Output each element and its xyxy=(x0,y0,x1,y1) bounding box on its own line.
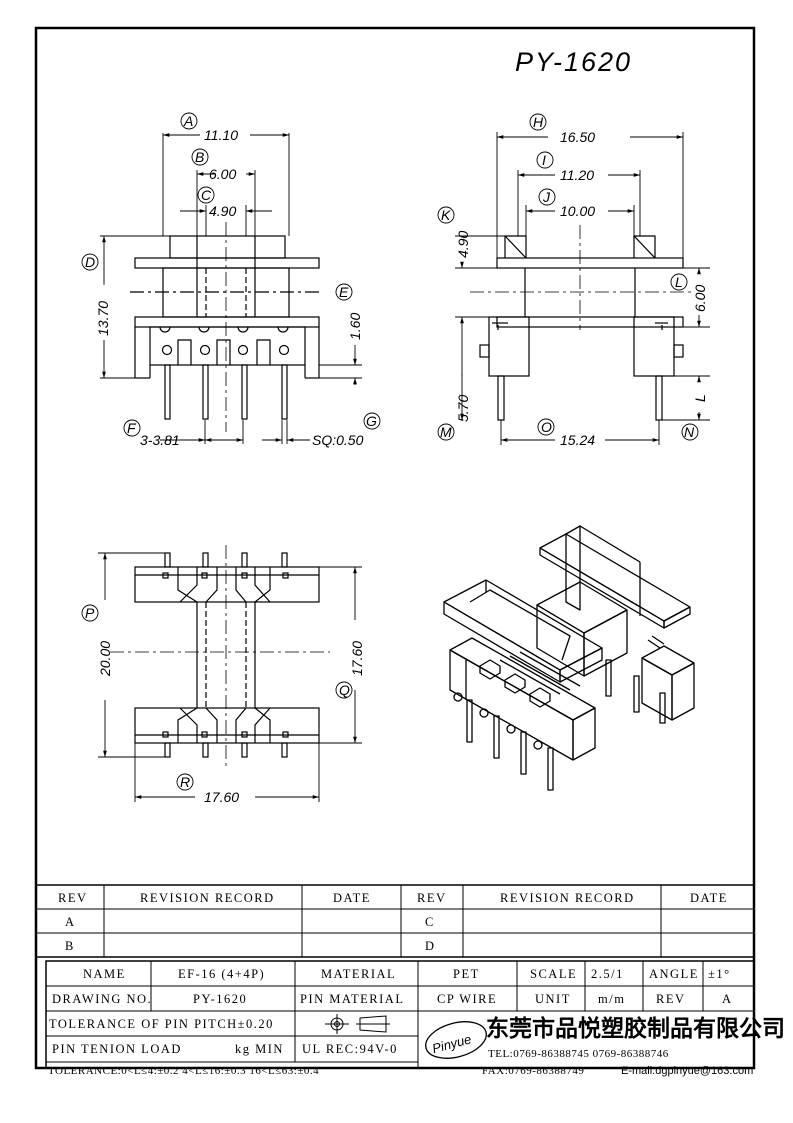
dim-I-value: 11.20 xyxy=(560,167,594,183)
tolerance-pin-pitch: TOLERANCE OF PIN PITCH±0.20 xyxy=(49,1017,274,1031)
dim-H-value: 16.50 xyxy=(560,129,595,145)
revision-record-header-1: REVISION RECORD xyxy=(140,891,275,905)
material-label: MATERIAL xyxy=(321,967,396,981)
logo-text: Pinyue xyxy=(431,1031,473,1056)
pin-material-label: PIN MATERIAL xyxy=(300,992,404,1006)
sheet-border xyxy=(34,26,756,1070)
isometric-view xyxy=(443,525,695,791)
dim-N-value: L xyxy=(692,394,708,402)
front-dim-callouts xyxy=(81,112,381,437)
projection-symbol-icon xyxy=(325,1014,390,1034)
unit-label: UNIT xyxy=(535,992,571,1006)
rev-header-1: REV xyxy=(58,891,88,905)
rev-cell-A: A xyxy=(65,915,76,929)
unit-value: m/m xyxy=(598,992,625,1006)
callout-D: D xyxy=(85,254,95,270)
side-dim-callouts xyxy=(437,113,699,441)
bottom-dimensions xyxy=(98,552,362,802)
drawing-title: PY-1620 xyxy=(515,47,632,77)
revision-table xyxy=(35,884,755,958)
dim-Q-value: 17.60 xyxy=(349,641,365,676)
date-header-1: DATE xyxy=(333,891,371,905)
callout-M: M xyxy=(440,424,452,440)
callout-F: F xyxy=(127,420,137,436)
ul-rating: UL REC:94V-0 xyxy=(302,1042,398,1056)
dim-L-value: 6.00 xyxy=(692,285,708,312)
company-fax: FAX:0769-86388749 xyxy=(482,1065,584,1077)
callout-E: E xyxy=(339,284,349,300)
rev-cell-B: B xyxy=(65,939,75,953)
callout-J: J xyxy=(542,189,551,205)
rev-header-2: REV xyxy=(417,891,447,905)
dim-O-value: 15.24 xyxy=(560,432,595,448)
callout-Q: Q xyxy=(339,682,350,698)
front-dimensions xyxy=(100,133,362,444)
company-name: 东莞市品悦塑胶制品有限公司 xyxy=(486,1015,785,1042)
front-view xyxy=(130,222,320,432)
dim-D-value: 13.70 xyxy=(95,301,111,336)
dim-C-value: 4.90 xyxy=(209,203,236,219)
company-tel: TEL:0769-86388745 0769-86388746 xyxy=(488,1048,669,1060)
name-label: NAME xyxy=(83,967,126,981)
pin-tension-value: kg MIN xyxy=(235,1042,284,1056)
dim-J-value: 10.00 xyxy=(560,203,595,219)
callout-K: K xyxy=(441,207,451,223)
dim-R-value: 17.60 xyxy=(204,789,239,805)
rev-cell-C: C xyxy=(425,915,435,929)
rev-value: A xyxy=(722,992,733,1006)
callout-P: P xyxy=(85,605,95,621)
dim-B-value: 6.00 xyxy=(209,166,236,182)
tolerance-ranges: TOLERANCE:0<L≤4:±0.2 4<L≤16:±0.3 16<L≤63… xyxy=(48,1065,319,1077)
drawing-no-value: PY-1620 xyxy=(193,992,247,1006)
callout-B: B xyxy=(195,149,204,165)
scale-label: SCALE xyxy=(530,967,577,981)
scale-value: 2.5/1 xyxy=(591,967,624,981)
pin-tension-label: PIN TENION LOAD xyxy=(52,1042,182,1056)
angle-label: ANGLE xyxy=(649,967,699,981)
company-logo-icon xyxy=(425,1021,487,1059)
angle-value: ±1° xyxy=(708,967,731,981)
dim-K-value: 4.90 xyxy=(455,231,471,258)
dim-A-value: 11.10 xyxy=(204,127,238,143)
rev-cell-D: D xyxy=(425,939,436,953)
callout-A: A xyxy=(183,113,193,129)
material-value: PET xyxy=(453,967,480,981)
dim-F-value: 3-3.81 xyxy=(140,432,180,448)
dim-E-value: 1.60 xyxy=(347,313,363,340)
dim-P-value: 20.00 xyxy=(97,641,113,677)
date-header-2: DATE xyxy=(690,891,728,905)
dim-M-value: 5.70 xyxy=(455,395,471,422)
side-dimensions xyxy=(455,132,710,445)
name-value: EF-16 (4+4P) xyxy=(178,967,265,981)
bottom-view xyxy=(110,545,330,770)
pin-material-value: CP WIRE xyxy=(437,992,497,1006)
callout-I: I xyxy=(542,152,546,168)
revision-record-header-2: REVISION RECORD xyxy=(500,891,635,905)
title-block xyxy=(45,960,755,1069)
dim-G-value: SQ:0.50 xyxy=(312,432,364,448)
company-email: E-mail:dgpinyue@163.com xyxy=(621,1065,753,1077)
side-view xyxy=(470,225,695,421)
rev-label: REV xyxy=(656,992,686,1006)
callout-C: C xyxy=(201,187,212,203)
bottom-dim-callouts xyxy=(81,604,353,791)
callout-G: G xyxy=(366,413,377,429)
callout-O: O xyxy=(541,419,552,435)
callout-H: H xyxy=(533,114,544,130)
drawing-no-label: DRAWING NO. xyxy=(52,992,152,1006)
callout-L: L xyxy=(675,274,683,290)
callout-N: N xyxy=(684,424,695,440)
callout-R: R xyxy=(180,774,190,790)
